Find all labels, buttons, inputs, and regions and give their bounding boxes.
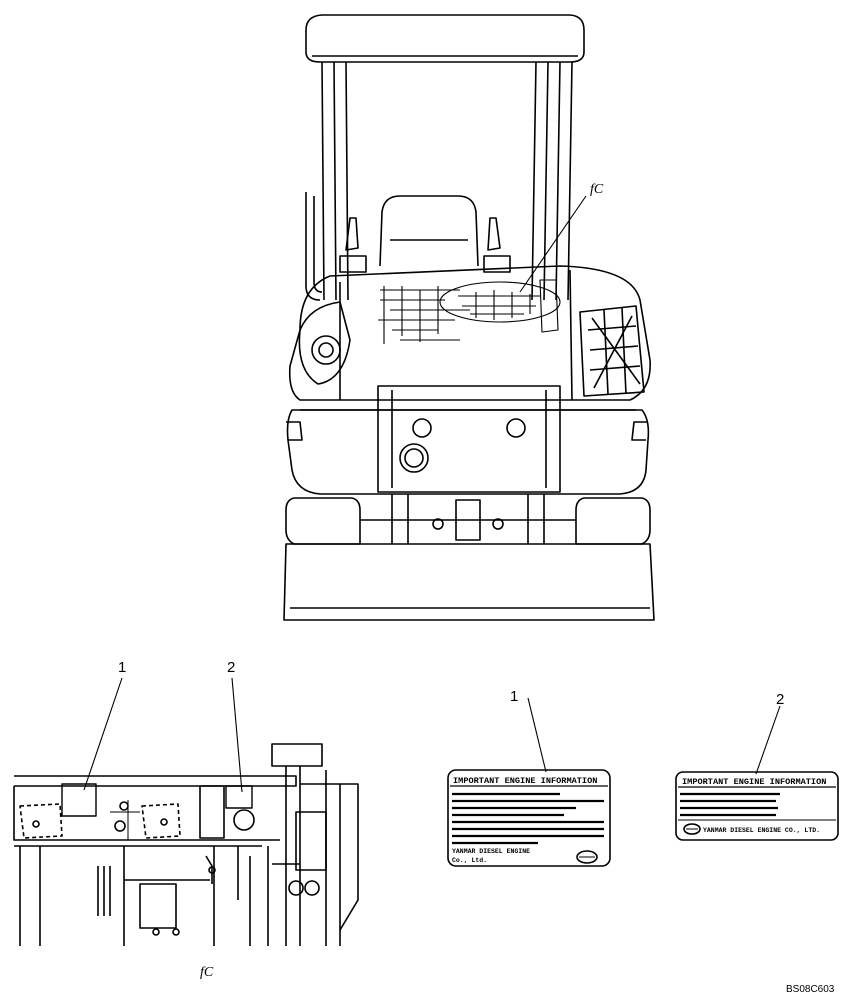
callout-2-decal: 2: [776, 691, 784, 708]
decal-2-maker: YANMAR DIESEL ENGINE CO., LTD.: [703, 827, 820, 834]
view-ref-label-bottom: fC: [200, 965, 214, 980]
callout-2-detail: 2: [227, 659, 235, 676]
decal-1-title: IMPORTANT ENGINE INFORMATION: [453, 776, 597, 786]
view-ref-label-top: fC: [590, 182, 604, 197]
excavator-rear-view: [283, 14, 655, 621]
callout-1-detail: 1: [118, 659, 126, 676]
decal-2-important-engine-info: [675, 705, 839, 841]
decal-1-maker: YANMAR DIESEL ENGINE: [452, 848, 530, 855]
drawing-reference: BS08C603: [786, 984, 835, 995]
decal-2-title: IMPORTANT ENGINE INFORMATION: [682, 777, 826, 787]
detail-view-fc: [13, 677, 359, 946]
callout-1-decal: 1: [510, 688, 518, 705]
decal-1-important-engine-info: [447, 697, 611, 867]
decal-1-maker-2: Co., Ltd.: [452, 857, 487, 864]
